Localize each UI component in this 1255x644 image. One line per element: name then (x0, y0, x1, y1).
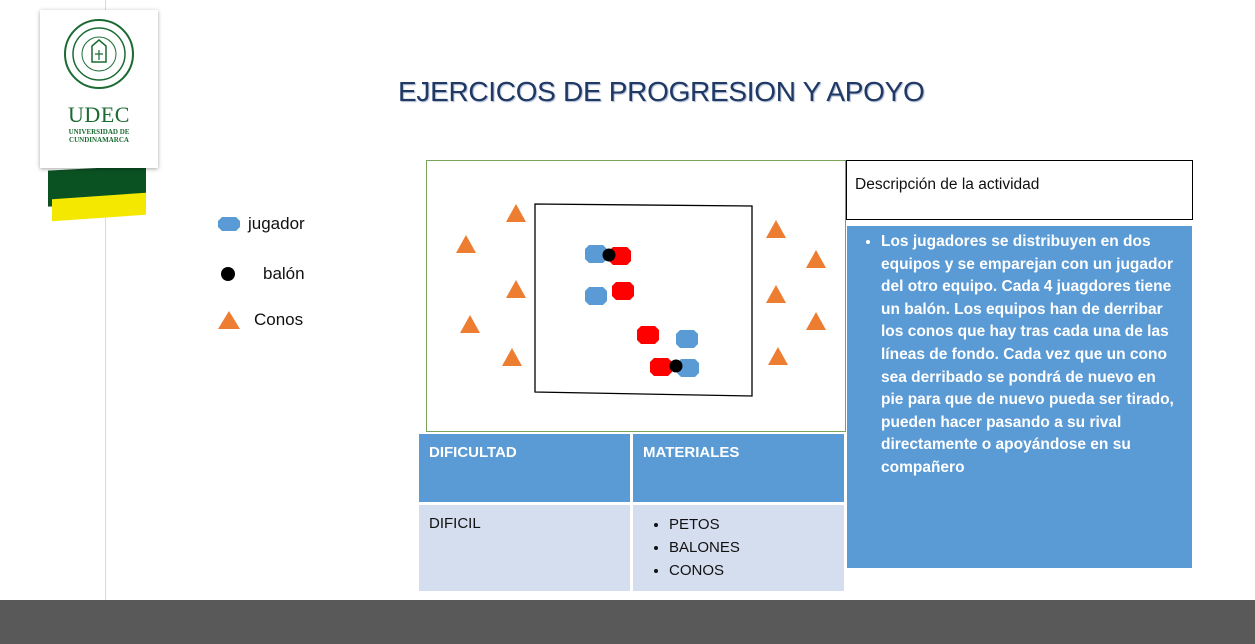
cone (806, 312, 826, 330)
ball (669, 359, 683, 373)
logo-subtitle: UNIVERSIDAD DE CUNDINAMARCA (40, 128, 158, 144)
logo-title: UDEC (68, 102, 130, 127)
ball (602, 248, 616, 262)
materials-list: PETOS BALONES CONOS (633, 505, 844, 582)
pitch-outline (534, 203, 753, 397)
legend-item-player: jugador (218, 214, 305, 234)
description-text: Los jugadores se distribuyen en dos equi… (881, 231, 1182, 480)
legend-label-ball: balón (263, 264, 305, 283)
player-red (637, 326, 659, 344)
cone (768, 347, 788, 365)
table-header-difficulty: DIFICULTAD (419, 434, 630, 502)
logo-subtitle-line1: UNIVERSIDAD DE (68, 128, 130, 136)
cone (506, 280, 526, 298)
cone (506, 204, 526, 222)
udec-logo: UDEC UNIVERSIDAD DE CUNDINAMARCA (40, 10, 158, 168)
description-panel: Los jugadores se distribuyen en dos equi… (847, 226, 1192, 568)
cone-icon (218, 311, 240, 329)
cone (766, 285, 786, 303)
cone (806, 250, 826, 268)
player-red (650, 358, 672, 376)
slide-title: EJERCICOS DE PROGRESION Y APOYO (398, 76, 925, 107)
cone (460, 315, 480, 333)
table-header-materials: MATERIALES (633, 434, 844, 502)
materials-item: CONOS (669, 559, 844, 582)
legend-item-ball: balón (221, 264, 305, 284)
left-divider (105, 0, 106, 600)
player-icon (218, 217, 240, 231)
cone (766, 220, 786, 238)
footer-bar (0, 600, 1255, 644)
university-seal-icon (64, 19, 134, 89)
logo-subtitle-line2: CUNDINAMARCA (69, 136, 129, 144)
materials-item: PETOS (669, 513, 844, 536)
description-header: Descripción de la actividad (846, 160, 1193, 220)
ball-icon (221, 267, 235, 281)
field-frame (426, 160, 846, 432)
player-blue (585, 287, 607, 305)
player-blue (676, 330, 698, 348)
table-cell-difficulty: DIFICIL (419, 505, 630, 591)
cone (502, 348, 522, 366)
legend-label-player: jugador (248, 214, 305, 233)
cone (456, 235, 476, 253)
legend-label-cone: Conos (254, 310, 304, 329)
legend-item-cone: Conos (218, 310, 303, 330)
table-cell-materials: PETOS BALONES CONOS (633, 505, 844, 591)
field-diagram (456, 203, 826, 397)
description-list: Los jugadores se distribuyen en dos equi… (855, 231, 1182, 480)
materials-item: BALONES (669, 536, 844, 559)
player-red (612, 282, 634, 300)
